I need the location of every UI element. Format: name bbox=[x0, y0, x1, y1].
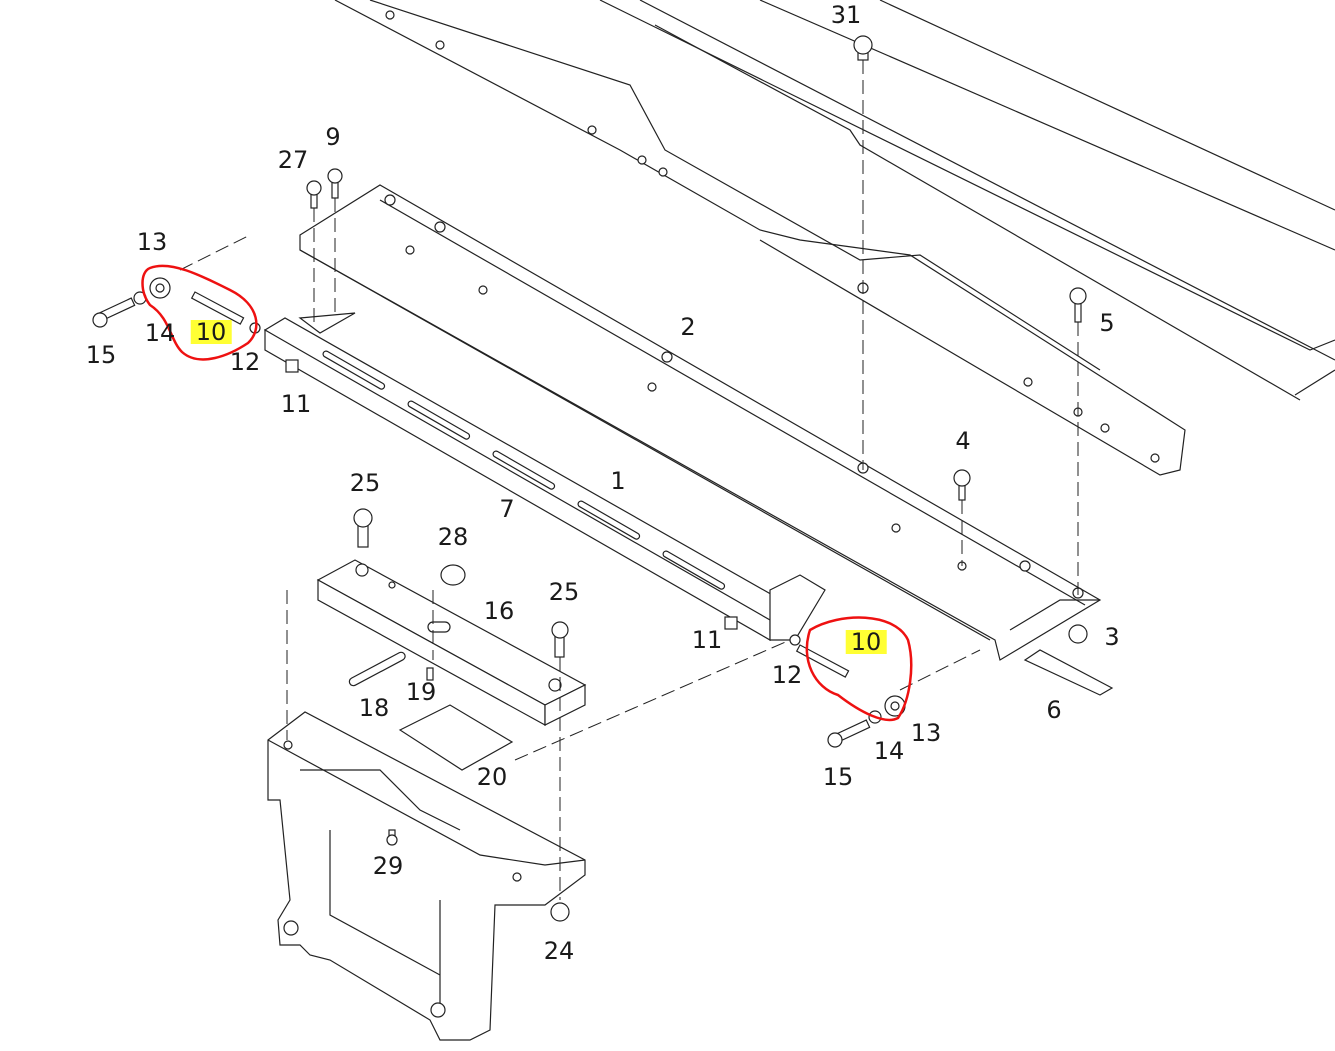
callout-13: 13 bbox=[910, 719, 942, 747]
annotation-circle-right bbox=[805, 616, 913, 722]
callout-7: 7 bbox=[499, 495, 515, 523]
callout-15: 15 bbox=[822, 763, 854, 791]
rail-part-2 bbox=[299, 184, 1102, 661]
callout-18: 18 bbox=[358, 694, 390, 722]
callout-25: 25 bbox=[349, 469, 381, 497]
callout-6: 6 bbox=[1046, 696, 1062, 724]
block-part-16 bbox=[316, 559, 587, 727]
callout-31: 31 bbox=[830, 1, 862, 29]
callout-25: 25 bbox=[548, 578, 580, 606]
callout-10-highlighted: 10 bbox=[190, 320, 232, 344]
callout-13: 13 bbox=[136, 228, 168, 256]
callout-29: 29 bbox=[372, 852, 404, 880]
callout-24: 24 bbox=[543, 937, 575, 965]
callout-19: 19 bbox=[405, 678, 437, 706]
callout-4: 4 bbox=[955, 427, 971, 455]
callout-12: 12 bbox=[229, 348, 261, 376]
callout-3: 3 bbox=[1104, 623, 1120, 651]
callout-11: 11 bbox=[280, 390, 312, 418]
bracket-part-20 bbox=[398, 704, 514, 771]
callout-14: 14 bbox=[144, 319, 176, 347]
callout-27: 27 bbox=[277, 146, 309, 174]
callout-14: 14 bbox=[873, 737, 905, 765]
callout-11: 11 bbox=[691, 626, 723, 654]
spacer-part-28 bbox=[440, 564, 466, 586]
strip-part-6 bbox=[1023, 649, 1114, 696]
callout-9: 9 bbox=[325, 123, 341, 151]
slotted-plate-part-1 bbox=[263, 312, 826, 642]
alignment-lines bbox=[179, 60, 1079, 900]
callout-10-highlighted: 10 bbox=[845, 630, 887, 654]
pin-part-18 bbox=[348, 651, 406, 687]
callout-16: 16 bbox=[483, 597, 515, 625]
callout-20: 20 bbox=[476, 763, 508, 791]
callout-1: 1 bbox=[610, 467, 626, 495]
callout-2: 2 bbox=[680, 313, 696, 341]
base-bracket bbox=[267, 711, 586, 1041]
screws bbox=[92, 35, 1088, 922]
upper-plate-part-31 bbox=[334, 0, 1335, 476]
callout-12: 12 bbox=[771, 661, 803, 689]
callout-15: 15 bbox=[85, 341, 117, 369]
callout-28: 28 bbox=[437, 523, 469, 551]
callout-5: 5 bbox=[1099, 309, 1115, 337]
annotation-circle-left bbox=[141, 264, 258, 361]
